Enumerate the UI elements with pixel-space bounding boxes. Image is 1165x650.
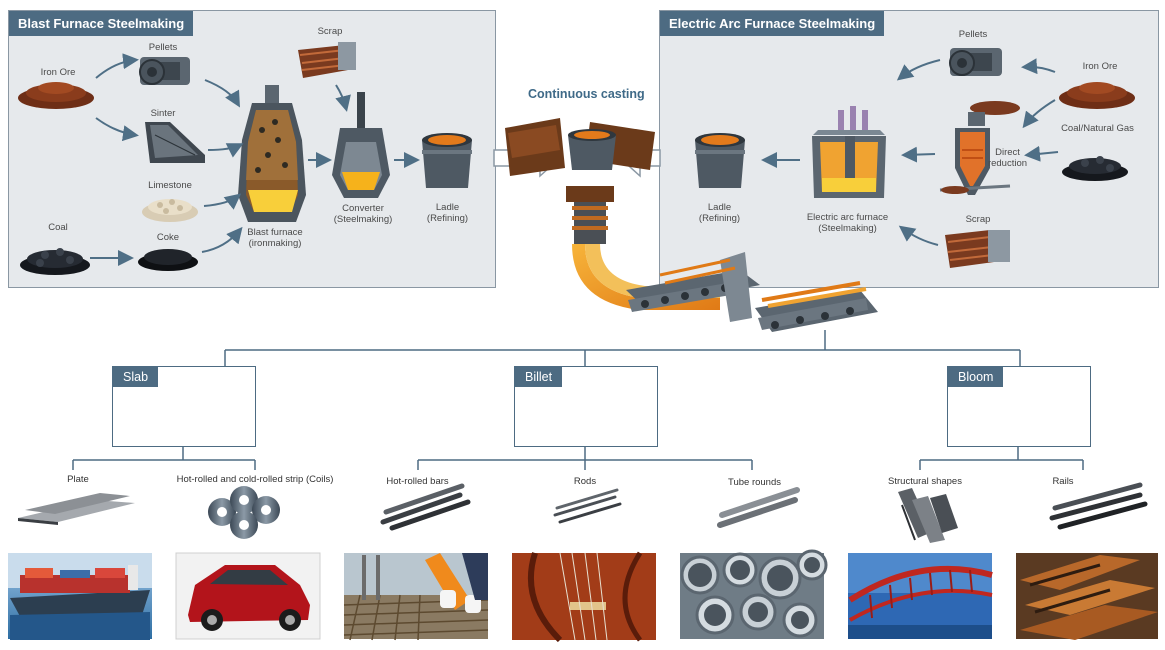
photo-bridge [848,553,993,639]
label-limestone: Limestone [148,180,192,191]
continuous-casting-title: Continuous casting [528,87,645,101]
label-plate: Plate [67,474,89,485]
label-ladle-left-line1: Ladle [435,202,460,213]
scrap-bin-icon [298,42,356,78]
photo-tubes [680,549,828,639]
photo-rebar [343,553,489,641]
label-strip-coils: Hot-rolled and cold-rolled strip (Coils) [176,474,334,485]
blast-furnace-title: Blast Furnace Steelmaking [9,11,194,36]
coil-shape-icon [208,486,280,539]
photo-car [175,552,321,640]
coal-pile-icon [20,248,90,275]
label-ladle-left: Ladle (Refining) [420,202,475,224]
electric-arc-panel: Electric Arc Furnace Steelmaking [659,10,1159,288]
label-blast-furnace-line1: Blast furnace [247,227,303,238]
label-structural-shapes: Structural shapes [888,476,962,487]
limestone-pile-icon [142,199,198,222]
label-scrap: Scrap [317,26,343,37]
label-converter-line2: (Steelmaking) [333,214,393,225]
product-tree-lines [72,330,1084,470]
label-iron-ore: Iron Ore [40,67,76,78]
label-pellets: Pellets [148,42,178,53]
label-sinter: Sinter [150,108,176,119]
converter-icon [332,92,390,198]
ladle-right-icon [695,133,745,188]
electric-arc-flow-arrows [761,58,1059,246]
label-converter-line1: Converter [342,203,384,214]
ladle-left-icon [422,133,472,188]
slab-tag: Slab [113,367,159,387]
bloom-tag: Bloom [948,367,1004,387]
tube-rounds-icon [717,487,800,528]
label-ladle-right: Ladle (Refining) [692,202,747,224]
slab-box: Slab [112,366,256,447]
label-coal-gas: Coal/Natural Gas [1061,123,1134,134]
iron-ore-right-icon [1059,82,1135,109]
label-ladle-left-line2: (Refining) [426,213,469,224]
direct-reduction-icon [939,101,1020,195]
plate-shape-icon [18,493,135,525]
blast-furnace-flow-arrows [90,53,420,266]
pellet-machine-icon [139,57,190,85]
label-eaf-line1: Electric arc furnace [806,212,889,223]
billet-box: Billet [514,366,658,447]
billet-tag: Billet [515,367,563,387]
pellet-machine-right-icon [949,48,1002,76]
label-eaf-line2: (Steelmaking) [818,223,877,234]
label-coke: Coke [156,232,180,243]
photo-rails [1016,553,1158,640]
label-direct-line1: Direct [995,147,1020,158]
label-ladle-right-line1: Ladle [707,202,732,213]
label-direct-reduction: Direct reduction [980,147,1035,169]
label-iron-ore-right: Iron Ore [1082,61,1118,72]
electric-arc-furnace-icon [812,106,886,198]
structural-shapes-icon [898,488,958,543]
rods-icon [553,488,622,524]
label-tube-rounds: Tube rounds [728,477,781,488]
label-blast-furnace-line2: (ironmaking) [248,238,302,249]
blast-furnace-icon [238,85,306,222]
label-scrap-right: Scrap [965,214,991,225]
photo-ship [8,553,152,640]
rails-icon [1049,482,1148,530]
sinter-machine-icon [145,122,205,163]
hot-rolled-bars-icon [380,483,471,531]
label-pellets-right: Pellets [958,29,988,40]
bloom-box: Bloom [947,366,1091,447]
label-ladle-right-line2: (Refining) [698,213,741,224]
coal-right-icon [1062,156,1128,181]
label-hot-rolled-bars: Hot-rolled bars [386,476,449,487]
photo-violin [512,551,656,643]
label-blast-furnace: Blast furnace (ironmaking) [240,227,310,249]
electric-arc-title: Electric Arc Furnace Steelmaking [660,11,885,36]
label-coal: Coal [48,222,68,233]
label-rods: Rods [573,476,597,487]
label-direct-line2: reduction [987,158,1028,169]
label-converter: Converter (Steelmaking) [328,203,398,225]
label-electric-arc-furnace: Electric arc furnace (Steelmaking) [800,212,895,234]
scrap-right-icon [945,230,1010,268]
iron-ore-pile-icon [18,82,94,109]
coke-pile-icon [138,249,198,271]
continuous-casting-machine-icon [505,118,878,332]
label-rails: Rails [1052,476,1074,487]
